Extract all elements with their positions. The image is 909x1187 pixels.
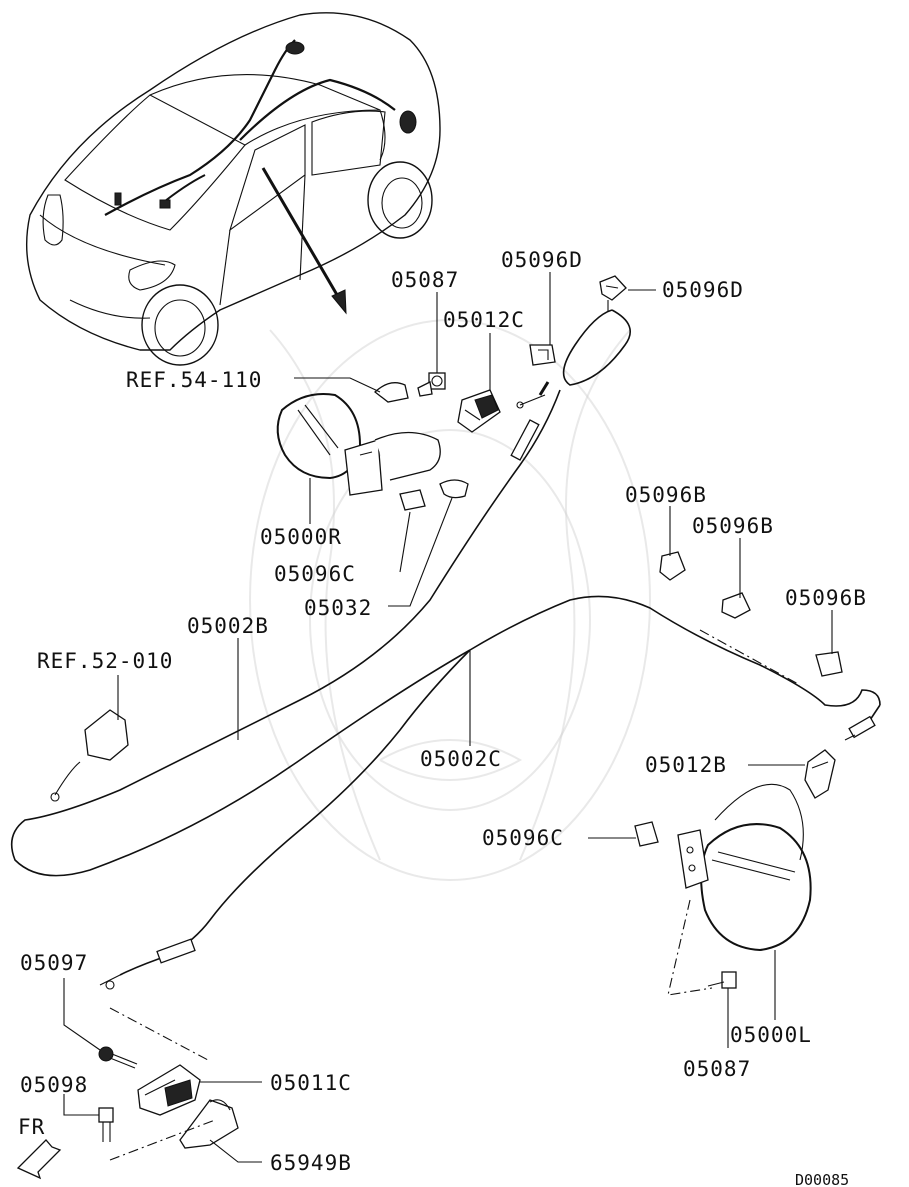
label-65949B: 65949B	[270, 1151, 352, 1175]
vehicle-illustration	[26, 12, 441, 366]
label-05098: 05098	[20, 1073, 88, 1097]
label-05032: 05032	[304, 596, 372, 620]
label-05012C: 05012C	[443, 308, 525, 332]
clip-alignment-line-05096B	[699, 629, 801, 686]
clip-05096D-right	[599, 275, 627, 301]
watermark	[249, 319, 651, 881]
bracket-ref-52-010	[50, 709, 129, 802]
fuel-lid-05000L	[677, 783, 812, 952]
cable-05002C	[99, 595, 881, 990]
leader-lines	[63, 272, 833, 1163]
label-05096B-b: 05096B	[692, 514, 774, 538]
bracket-ref-54-110	[373, 382, 409, 403]
label-ref-54-110: REF.54-110	[126, 368, 262, 392]
latch-05012C	[457, 389, 501, 433]
label-ref-52-010: REF.52-010	[37, 649, 173, 673]
label-05087-bottom: 05087	[683, 1057, 751, 1081]
handle-alignment-line	[109, 1007, 209, 1061]
clip-05096B-a	[659, 551, 686, 581]
label-05096C-top: 05096C	[274, 562, 356, 586]
label-05096B-a: 05096B	[625, 483, 707, 507]
label-05000R: 05000R	[260, 525, 342, 549]
screw-05087-top	[417, 372, 446, 397]
label-05097: 05097	[20, 951, 88, 975]
label-05096D-left: 05096D	[501, 248, 583, 272]
bolt-05098	[98, 1107, 114, 1142]
label-fr: FR	[18, 1115, 45, 1139]
fuel-lid-05000R	[276, 393, 441, 496]
diagram-code: D00085	[795, 1171, 849, 1187]
handle-05011C	[137, 1064, 201, 1116]
label-05011C: 05011C	[270, 1071, 352, 1095]
screw-05087-bottom	[707, 971, 737, 989]
clip-05096C-top	[399, 489, 426, 511]
label-05096D-right: 05096D	[662, 278, 744, 302]
clip-05096D-left	[529, 344, 556, 366]
part-labels: REF.54-110 05087 05096D 05096D 05012C 05…	[18, 248, 867, 1187]
clip-05096B-b	[721, 592, 751, 619]
front-direction-icon	[16, 1139, 62, 1180]
label-05002B: 05002B	[187, 614, 269, 638]
label-05087-top: 05087	[391, 268, 459, 292]
clip-05096B-c	[815, 651, 843, 677]
screw-alignment-line	[667, 899, 713, 996]
label-05096C-right: 05096C	[482, 826, 564, 850]
cover-65949B	[179, 1099, 239, 1149]
label-05000L: 05000L	[730, 1023, 812, 1047]
label-05012B: 05012B	[645, 753, 727, 777]
label-05002C: 05002C	[420, 747, 502, 771]
label-05096B-c: 05096B	[785, 586, 867, 610]
cap-05032	[439, 479, 469, 499]
bolt-05097	[98, 1046, 138, 1069]
clip-05096C-right	[634, 821, 659, 847]
cable-05002B	[10, 309, 632, 877]
latch-05012B	[804, 749, 836, 799]
